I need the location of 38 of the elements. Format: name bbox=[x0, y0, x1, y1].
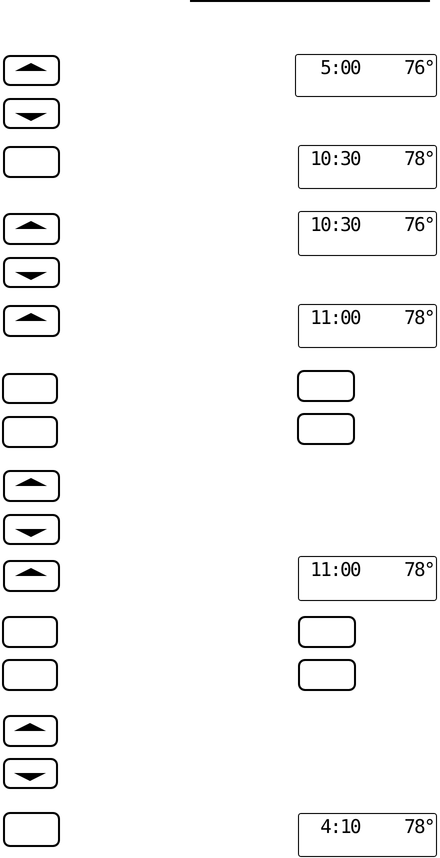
down-button bbox=[3, 98, 60, 129]
temperature-reading: 76° bbox=[404, 214, 434, 236]
down-button bbox=[3, 758, 58, 789]
down-button bbox=[3, 514, 60, 545]
blank-button bbox=[2, 616, 58, 648]
up-button bbox=[3, 560, 60, 592]
time-reading: 10:30 bbox=[310, 214, 360, 236]
lcd-display bbox=[298, 304, 437, 348]
blank-button bbox=[3, 146, 60, 178]
lcd-display bbox=[298, 556, 437, 601]
blank-button bbox=[2, 659, 58, 691]
lcd-display bbox=[298, 145, 437, 189]
blank-button bbox=[2, 373, 58, 404]
time-reading: 4:10 bbox=[320, 816, 360, 838]
up-button bbox=[3, 55, 60, 86]
up-button bbox=[3, 305, 60, 337]
up-button bbox=[3, 715, 58, 747]
lcd-display bbox=[298, 211, 437, 256]
time-reading: 10:30 bbox=[310, 148, 360, 170]
temperature-reading: 78° bbox=[404, 148, 434, 170]
up-button bbox=[3, 213, 60, 245]
blank-button bbox=[2, 416, 58, 448]
blank-button bbox=[3, 812, 60, 847]
temperature-reading: 78° bbox=[404, 559, 434, 581]
time-reading: 5:00 bbox=[320, 57, 360, 79]
lcd-display bbox=[298, 813, 437, 857]
time-reading: 11:00 bbox=[310, 307, 360, 329]
blank-button bbox=[297, 370, 355, 402]
time-reading: 11:00 bbox=[310, 559, 360, 581]
temperature-reading: 78° bbox=[404, 307, 434, 329]
temperature-reading: 78° bbox=[404, 816, 434, 838]
down-button bbox=[3, 257, 60, 288]
blank-button bbox=[297, 413, 355, 445]
up-button bbox=[3, 470, 60, 502]
blank-button bbox=[298, 616, 356, 648]
temperature-reading: 76° bbox=[404, 57, 434, 79]
lcd-display bbox=[295, 54, 437, 97]
blank-button bbox=[298, 659, 356, 691]
